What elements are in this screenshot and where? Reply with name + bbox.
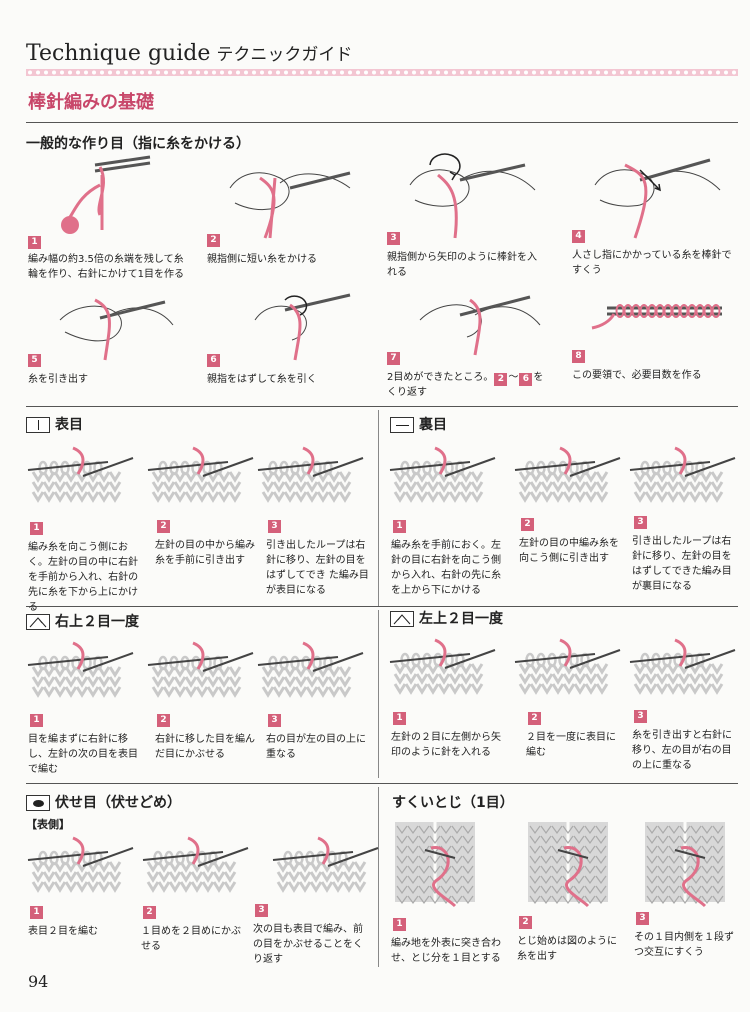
header-title-en: Technique guide — [26, 41, 211, 66]
cast-on-illustration-2 — [229, 171, 351, 239]
step-badge: 3 — [634, 710, 647, 723]
bind-off-illustrations — [27, 836, 379, 893]
mattress-illustrations — [395, 822, 725, 908]
step-badge: 1 — [30, 714, 43, 727]
step-caption: とじ始めは図のように糸を出す — [517, 936, 617, 962]
step-badge: 3 — [255, 904, 268, 917]
divider — [26, 783, 738, 784]
step-caption: 親指側から矢印のように棒針を入れる — [387, 252, 537, 278]
cast-on-illustration-1 — [61, 155, 151, 234]
purl-illustrations — [389, 446, 736, 503]
step-caption: 編み地を外表に突き合わせ、とじ分を１目とする — [391, 938, 501, 964]
divider — [26, 406, 738, 407]
step-badge: 1 — [30, 906, 43, 919]
step-caption: 親指側に短い糸をかける — [207, 254, 317, 265]
step-badge: 1 — [30, 522, 43, 535]
step-caption: 目を編まずに右針に移し、左針の次の目を表目で編む — [28, 734, 138, 775]
step-badge: 6 — [207, 354, 220, 367]
step-badge: 2 — [143, 906, 156, 919]
step-badge: 1 — [393, 712, 406, 725]
step-caption: 糸を引き出す — [28, 374, 88, 385]
cast-on-illustration-3 — [409, 153, 536, 239]
step-badge: 3 — [634, 516, 647, 529]
step-badge: 2 — [207, 234, 220, 247]
step-caption: 編み糸を手前におく。左針の目に右針を向こう側から入れ、右針の先に糸を上から下にか… — [391, 540, 502, 596]
cast-on-illustration-5 — [59, 298, 174, 361]
left-decrease-illustrations — [389, 638, 736, 695]
header-title-jp: テクニックガイド — [216, 45, 353, 65]
cast-on-illustration-6 — [254, 293, 351, 361]
bind-off-subtitle: 【表側】 — [26, 818, 70, 831]
step-badge: 2 — [519, 916, 532, 929]
step-badge: 2 — [157, 714, 170, 727]
step-caption: 左針の目の中編み糸を向こう側に引き出す — [519, 538, 619, 564]
column-divider — [378, 787, 379, 967]
step-caption: この要領で、必要目数を作る — [572, 370, 702, 381]
purl-title: 裏目 — [390, 414, 447, 434]
cast-on-illustration-7 — [419, 295, 541, 356]
page-number: 94 — [28, 972, 49, 991]
knit-symbol-icon — [26, 417, 50, 433]
step-caption: 表目２目を編む — [28, 926, 98, 937]
step-caption: 引き出したループは右針に移り、左針の目をはずしてでき た編み目が表目になる — [266, 540, 369, 596]
step-badge: 1 — [393, 520, 406, 533]
step-badge: 3 — [268, 520, 281, 533]
k2tog-left-title: 左上２目一度 — [390, 608, 503, 628]
step-badge: 7 — [387, 352, 400, 365]
step-caption: 左針の目の中から編み糸を手前に引き出す — [155, 540, 255, 566]
step-caption: 次の目も表目で編み、前の目をかぶせることをくり返す — [253, 924, 363, 965]
knit-illustrations — [27, 446, 364, 503]
step-badge: 1 — [393, 918, 406, 931]
cast-on-illustration-4 — [594, 158, 721, 239]
step-badge: 2 — [528, 712, 541, 725]
step-badge: 1 — [28, 236, 41, 249]
left-decrease-symbol-icon — [390, 611, 414, 627]
step-caption: その１目内側を１段ずつ交互にすくう — [634, 932, 734, 958]
lace-border — [26, 69, 738, 76]
step-badge: 8 — [572, 350, 585, 363]
step-badge: 3 — [387, 232, 400, 245]
step-caption: 人さし指にかかっている糸を棒針ですくう — [572, 250, 732, 276]
column-divider — [378, 610, 379, 778]
knit-title: 表目 — [26, 414, 83, 434]
purl-symbol-icon — [390, 417, 414, 433]
step-caption: 右針に移した目を編んだ目にかぶせる — [155, 734, 255, 760]
step-caption: 親指をはずして糸を引く — [207, 374, 317, 385]
step-badge: 5 — [28, 354, 41, 367]
step-caption: 左針の２目に左側から矢印のように針を入れる — [391, 732, 501, 758]
right-decrease-symbol-icon — [26, 614, 50, 630]
divider — [26, 606, 738, 607]
step-caption: 右の目が左の目の上に重なる — [266, 734, 366, 760]
bind-off-symbol-icon — [26, 795, 50, 811]
mattress-title: すくいとじ（1目） — [392, 795, 514, 811]
cast-on-illustration-8 — [591, 304, 722, 330]
step-caption: １目めを２目めにかぶせる — [141, 926, 241, 952]
step-ref-badge: 2 — [494, 373, 508, 386]
step-caption: 糸を引き出すと右針に移り、左の目が右の目の上に重なる — [632, 730, 732, 771]
bind-off-title: 伏せ目（伏せどめ） — [26, 792, 181, 812]
cast-on-title: 一般的な作り目（指に糸をかける） — [26, 136, 250, 152]
step-badge: 3 — [636, 912, 649, 925]
column-divider — [378, 410, 379, 606]
k2tog-right-title: 右上２目一度 — [26, 611, 139, 631]
step-caption: 編み糸を向こう側におく。左針の目の中に右針を手前から入れ、右針の先に糸を下から上… — [28, 542, 139, 613]
step-badge: 4 — [572, 230, 585, 243]
right-decrease-illustrations — [27, 641, 364, 698]
divider — [26, 122, 738, 123]
step-badge: 2 — [521, 518, 534, 531]
section-title: 棒針編みの基礎 — [28, 92, 154, 113]
step-caption: 編み幅の約3.5倍の糸端を残して糸輪を作り、右針にかけて1目を作る — [28, 254, 184, 280]
step-ref-badge: 6 — [519, 373, 533, 386]
step-badge: 2 — [157, 520, 170, 533]
step-caption: 引き出したループは右針に移り、左針の目をはずしてできた編み目が裏目になる — [632, 536, 732, 592]
step-caption: ２目を一度に表目に編む — [526, 732, 616, 758]
step-badge: 3 — [268, 714, 281, 727]
